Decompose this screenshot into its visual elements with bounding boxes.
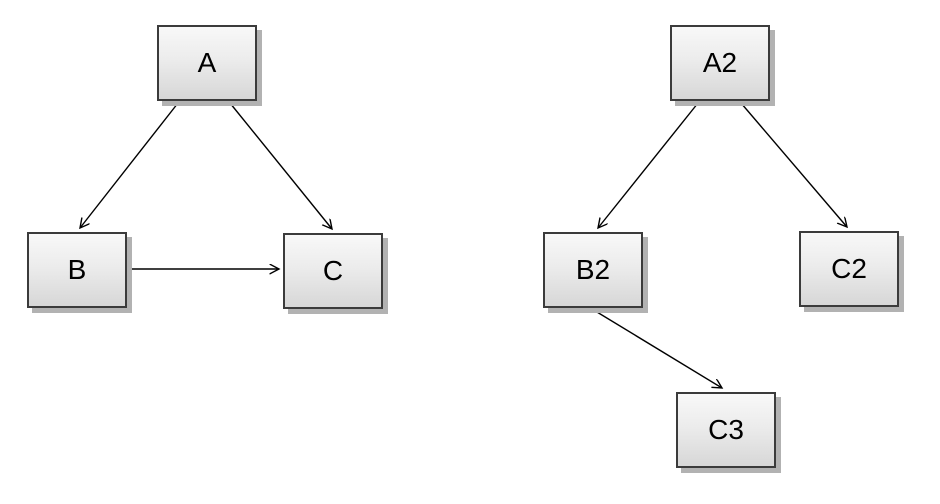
edge-a2-to-b2 (598, 102, 699, 228)
edge-b2-to-c3 (591, 308, 722, 388)
edge-a2-to-c2 (740, 102, 847, 227)
node-c2[interactable]: C2 (799, 231, 899, 307)
edge-a-to-c (229, 102, 332, 229)
node-a-label: A (197, 47, 217, 78)
edge-a-to-b (80, 102, 179, 228)
node-b[interactable]: B (27, 232, 127, 308)
node-c3-label: C3 (708, 414, 744, 445)
node-a2-label: A2 (702, 47, 738, 78)
node-c2-label: C2 (831, 253, 867, 284)
node-a[interactable]: A (157, 25, 257, 101)
node-b-label: B (67, 254, 87, 285)
node-c-label: C (322, 255, 344, 286)
node-c[interactable]: C (283, 233, 383, 309)
node-b2-label: B2 (575, 254, 611, 285)
node-b2[interactable]: B2 (543, 232, 643, 308)
node-c3[interactable]: C3 (676, 392, 776, 468)
node-a2[interactable]: A2 (670, 25, 770, 101)
